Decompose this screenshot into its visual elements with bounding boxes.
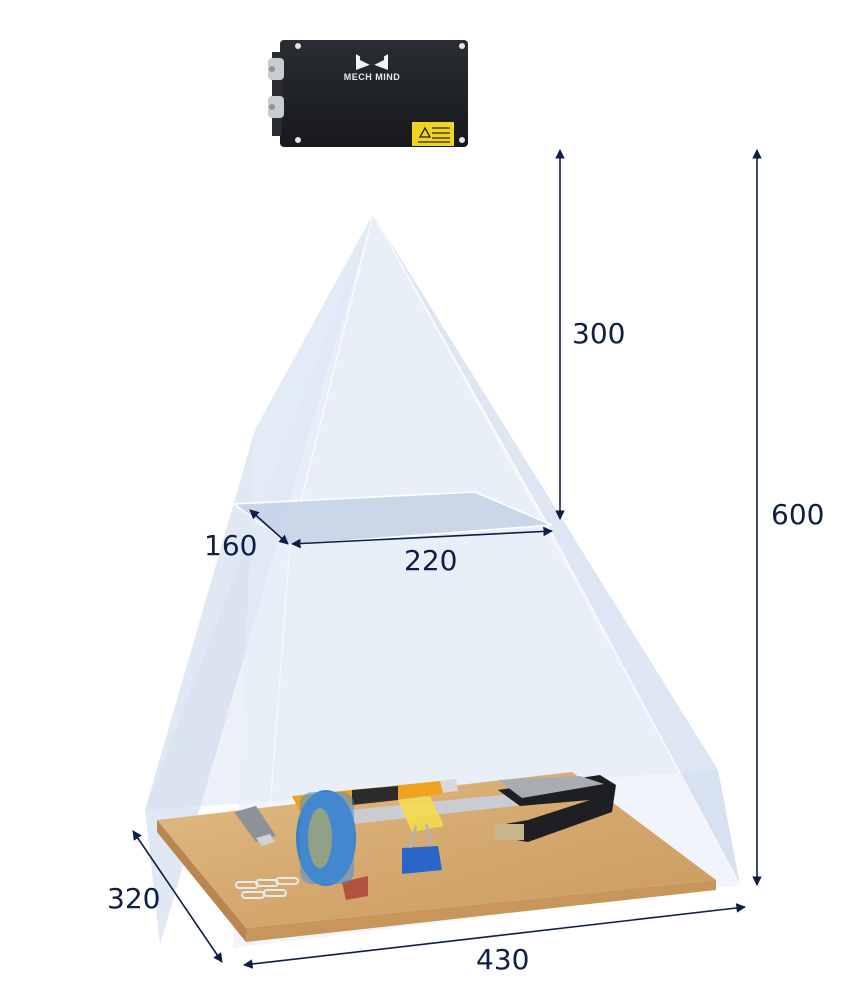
sticky-clip xyxy=(398,796,444,832)
far-width-line xyxy=(243,903,746,969)
binder-clip xyxy=(402,823,442,874)
paper-clips xyxy=(235,877,299,899)
brand-logo-text: MECH MIND xyxy=(344,72,401,82)
stapler xyxy=(494,775,616,842)
far-width-label: 430 xyxy=(476,943,529,976)
laser-warning-label xyxy=(412,122,454,146)
fov-volume xyxy=(145,213,741,948)
usb-drive xyxy=(234,806,276,846)
near-width-line xyxy=(291,526,553,549)
fov-front-face xyxy=(233,214,740,948)
far-height-line xyxy=(132,830,223,963)
far-depth-label: 600 xyxy=(771,498,824,531)
dimension-lines xyxy=(132,149,762,969)
near-height-line xyxy=(249,509,289,545)
brand-logo: MECH MIND xyxy=(344,54,401,82)
camera-connectors xyxy=(268,58,284,118)
near-width-label: 220 xyxy=(404,544,457,577)
far-height-label: 320 xyxy=(107,882,160,915)
near-height-label: 160 xyxy=(204,529,257,562)
board-objects xyxy=(234,775,616,900)
tape-measure xyxy=(296,790,368,900)
camera-screws xyxy=(295,43,465,143)
camera: MECH MIND xyxy=(268,40,468,147)
camera-body xyxy=(280,40,468,147)
near-depth-label: 300 xyxy=(572,317,625,350)
